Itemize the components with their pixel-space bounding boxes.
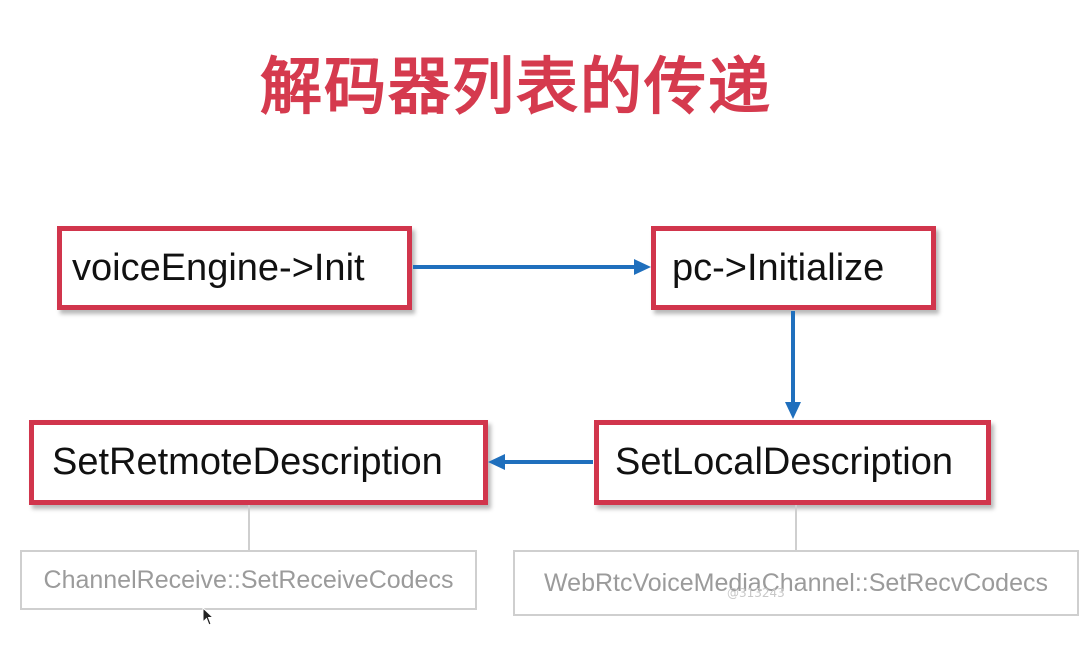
mouse-cursor-icon (202, 607, 215, 626)
note-channel-receive: ChannelReceive::SetReceiveCodecs (20, 550, 477, 610)
node-pc-initialize-label: pc->Initialize (672, 246, 885, 289)
arrow-local-to-remote (488, 454, 593, 470)
node-set-local-description-label: SetLocalDescription (615, 441, 953, 483)
node-set-remote-description-label: SetRetmoteDescription (52, 441, 443, 483)
note-channel-receive-label: ChannelReceive::SetReceiveCodecs (43, 565, 454, 594)
note-webrtc-voice-media-channel-label: WebRtcVoiceMediaChannel::SetRecvCodecs (544, 568, 1048, 597)
connector-local-note (795, 505, 797, 550)
watermark: @313243 (727, 586, 785, 600)
node-voice-engine-init-label: voiceEngine->Init (72, 246, 365, 289)
arrow-initialize-to-local (785, 311, 801, 419)
node-set-remote-description: SetRetmoteDescription (29, 420, 488, 505)
note-webrtc-voice-media-channel: WebRtcVoiceMediaChannel::SetRecvCodecs (513, 550, 1079, 616)
node-voice-engine-init: voiceEngine->Init (57, 226, 412, 310)
node-pc-initialize: pc->Initialize (651, 226, 936, 310)
node-set-local-description: SetLocalDescription (594, 420, 991, 505)
arrow-init-to-initialize (413, 259, 651, 275)
page-title: 解码器列表的传递 (260, 50, 773, 123)
connector-remote-note (248, 505, 250, 550)
